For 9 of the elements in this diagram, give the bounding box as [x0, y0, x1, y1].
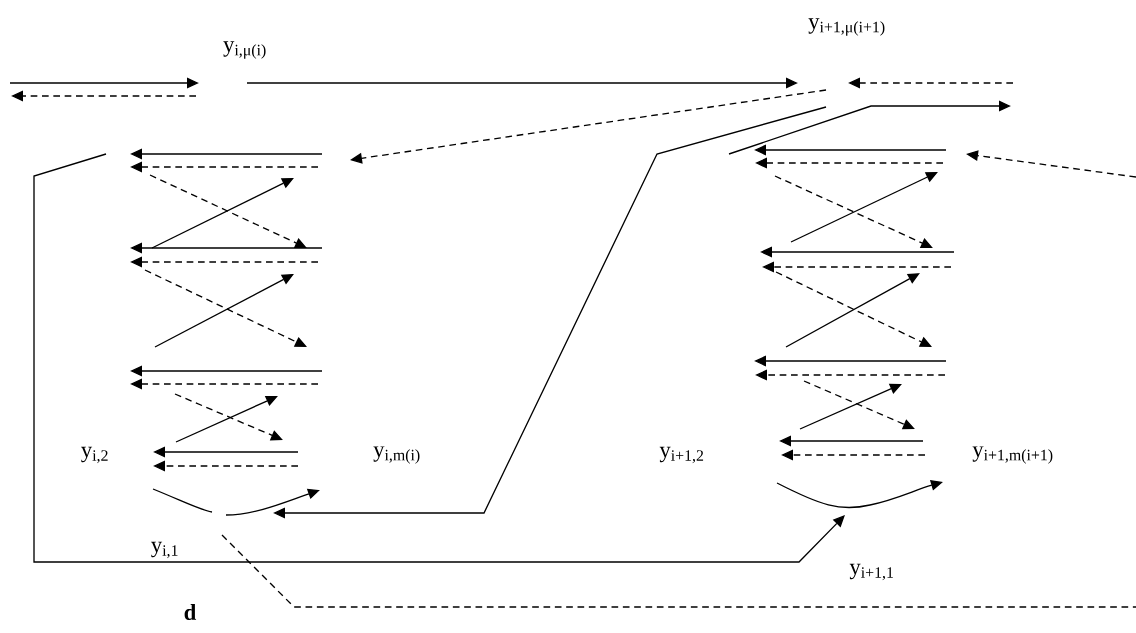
variable-label: y$_{i+1,1}$	[849, 563, 893, 581]
variable-label: y$_{i,μ(i)}$	[223, 41, 266, 59]
variable-label: y$_{i,2}$	[81, 446, 108, 464]
variable-label: y$_{i,m(i)}$	[373, 446, 420, 464]
variable-label: y$_{i+1,m(i+1)}$	[972, 446, 1053, 464]
variable-label: y$_{i,1}$	[151, 541, 178, 559]
letter-label: d	[184, 604, 197, 620]
variable-label: y$_{i+1,2}$	[659, 446, 704, 464]
variable-label: y$_{i+1,μ(i+1)}$	[808, 18, 885, 36]
